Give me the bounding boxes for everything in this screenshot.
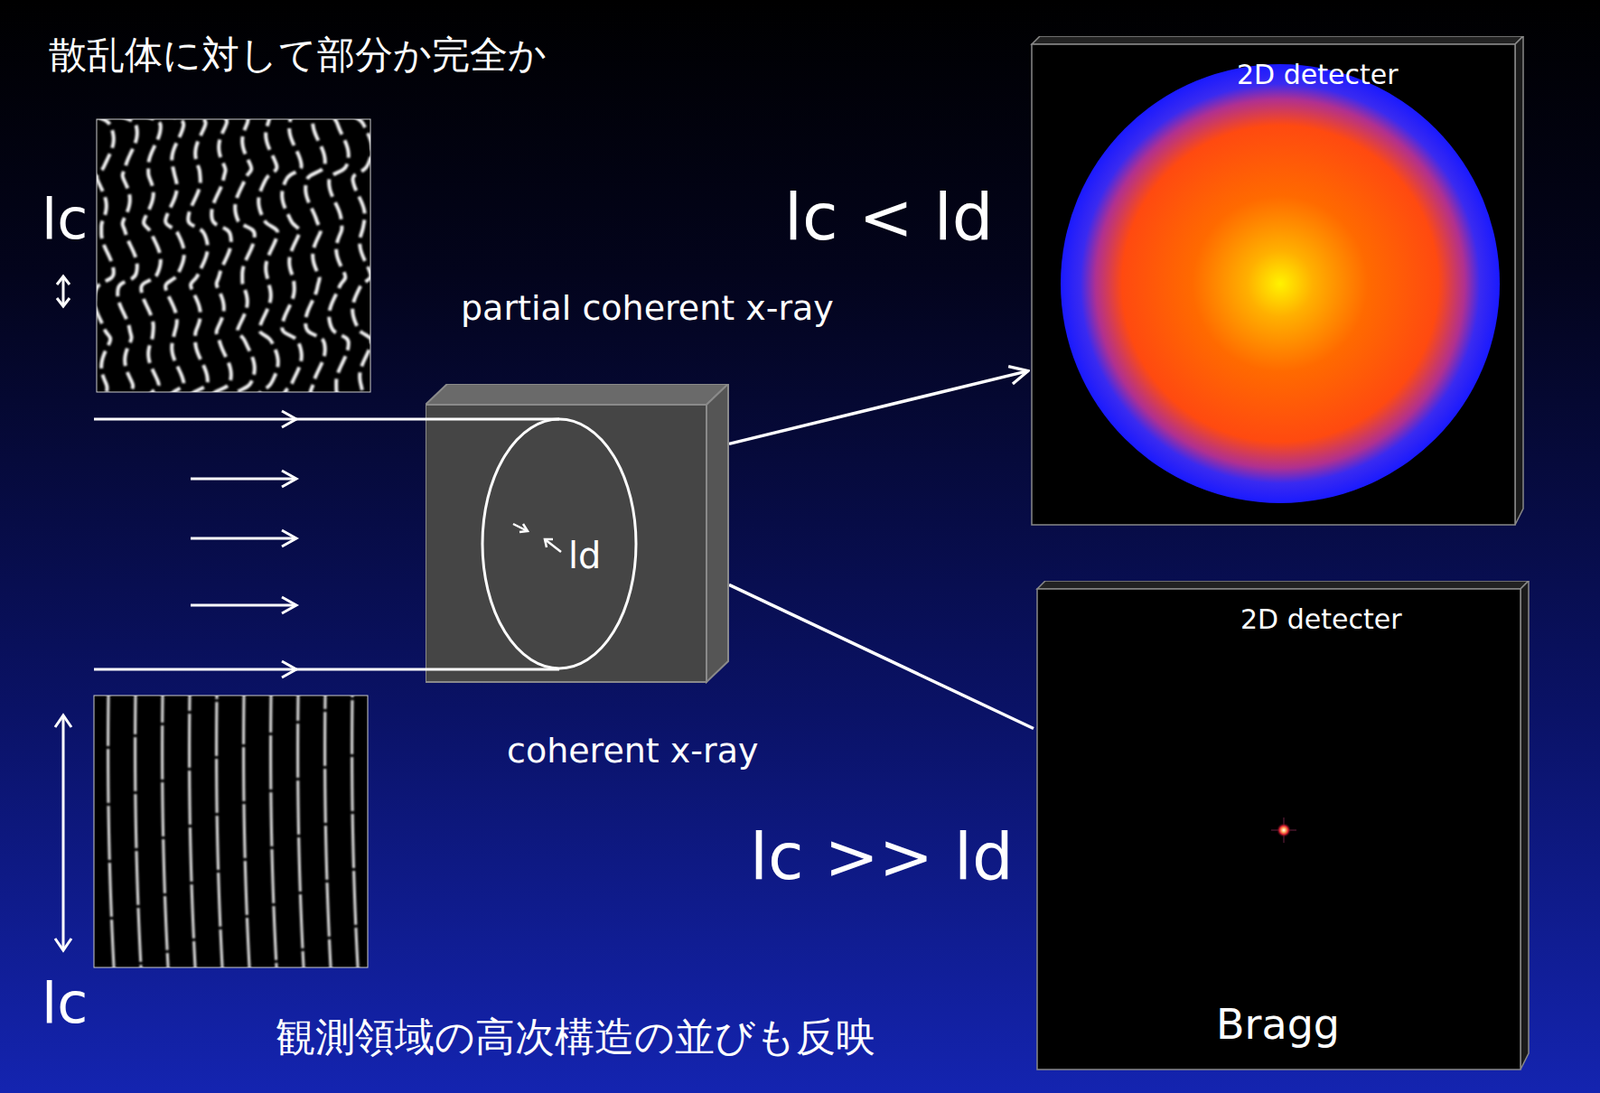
- strand: [234, 119, 255, 393]
- strand: [140, 119, 161, 393]
- length-label: lc: [41, 975, 88, 1032]
- strand: [135, 695, 142, 968]
- strand: [108, 695, 115, 968]
- length-arrow: [55, 715, 72, 951]
- partial-pattern-box: [96, 119, 371, 393]
- strand: [187, 119, 208, 393]
- shape-outline: [1028, 36, 1527, 529]
- length-arrow: [56, 276, 70, 307]
- condition-label: lc < ld: [784, 184, 993, 250]
- strand: [243, 695, 251, 968]
- partial-pattern: [96, 119, 371, 393]
- shape-outline: [1033, 580, 1533, 1074]
- detector-panel: 2D detecterBragg: [1033, 580, 1533, 1074]
- title: 散乱体に対して部分か完全か: [48, 36, 547, 75]
- scatter-line: [729, 584, 1034, 729]
- scatter-line: [729, 371, 1029, 445]
- length-label: ld: [568, 537, 602, 574]
- detector-label: 2D detecter: [1236, 61, 1399, 89]
- strand: [189, 695, 197, 968]
- beam-arrows: [93, 411, 427, 678]
- length-label: lc: [41, 191, 88, 248]
- peak-label: Bragg: [1216, 1003, 1340, 1046]
- strand: [305, 119, 326, 393]
- strand: [162, 695, 169, 968]
- strand: [325, 695, 332, 968]
- coherent-pattern: [108, 695, 359, 968]
- strand: [117, 119, 138, 393]
- strand: [165, 119, 185, 393]
- strand: [211, 119, 232, 393]
- strand: [216, 695, 224, 968]
- caption: 観測領域の高次構造の並びも反映: [275, 1017, 876, 1058]
- shape-outline: [425, 383, 730, 684]
- strand: [352, 695, 359, 968]
- strand: [352, 119, 371, 393]
- detector-label: 2D detecter: [1240, 606, 1403, 634]
- beam-label: coherent x-ray: [506, 733, 758, 768]
- strand: [328, 119, 349, 393]
- sample-cube: ld: [425, 383, 730, 684]
- beam-label: partial coherent x-ray: [460, 290, 834, 326]
- detector-panel: 2D detecter: [1028, 36, 1527, 529]
- strand: [298, 695, 305, 968]
- strand: [258, 119, 279, 393]
- condition-label: lc >> ld: [749, 823, 1014, 889]
- strand: [96, 119, 114, 393]
- strand: [281, 119, 302, 393]
- strand: [271, 695, 278, 968]
